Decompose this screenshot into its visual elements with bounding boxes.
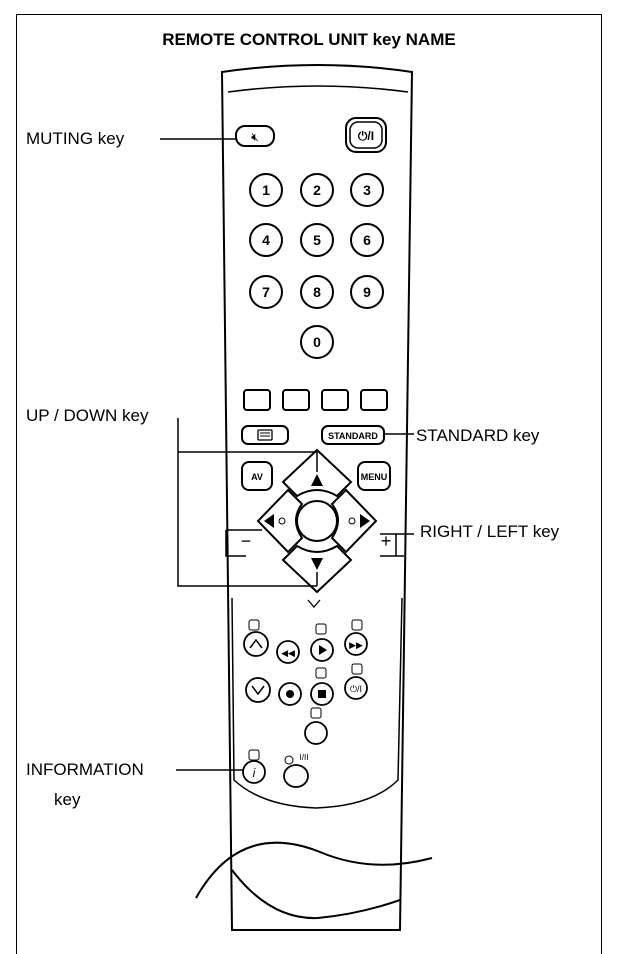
information-key-callout-line2: key xyxy=(54,790,81,809)
green-key xyxy=(282,389,310,411)
lower-buttons xyxy=(242,631,368,788)
dual-sound-label: I/II xyxy=(300,753,309,762)
up-key xyxy=(281,448,353,498)
color-keys xyxy=(243,389,388,411)
digit-2-label: 2 xyxy=(313,182,321,198)
av-button-label: AV xyxy=(251,472,263,482)
digit-7-button xyxy=(249,275,283,309)
dual-sound-button xyxy=(283,764,309,788)
right-arrow-icon xyxy=(360,514,370,528)
digit-8-label: 8 xyxy=(313,284,321,300)
standard-key-callout: STANDARD key xyxy=(416,426,540,445)
muting-key-callout: MUTING key xyxy=(26,129,125,148)
menu-button xyxy=(357,461,391,491)
digit-1-label: 1 xyxy=(262,182,270,198)
svg-text:▶▶: ▶▶ xyxy=(349,640,363,650)
svg-text:i: i xyxy=(253,766,256,780)
digit-4-label: 4 xyxy=(262,232,270,248)
hand-outline xyxy=(195,841,433,899)
blue-key xyxy=(360,389,388,411)
hand-outline-lower xyxy=(231,869,401,920)
up-arrow-icon xyxy=(311,474,323,486)
av-button xyxy=(241,461,273,491)
red-key xyxy=(243,389,271,411)
digit-8-button xyxy=(300,275,334,309)
power-button xyxy=(345,117,387,153)
minus-sign: − xyxy=(241,531,252,551)
digit-3-label: 3 xyxy=(363,182,371,198)
digit-9-button xyxy=(350,275,384,309)
digit-6-button xyxy=(350,223,384,257)
plus-sign: + xyxy=(381,531,392,551)
rewind-button xyxy=(276,640,300,664)
up-down-bracket xyxy=(177,418,317,587)
standard-button-label: STANDARD xyxy=(328,431,378,441)
menu-button-label: MENU xyxy=(361,472,388,482)
digit-1-button xyxy=(249,173,283,207)
figure-frame xyxy=(16,14,602,954)
up-down-key-callout: UP / DOWN key xyxy=(26,406,149,425)
down-arrow-icon xyxy=(311,558,323,570)
fast-forward-button xyxy=(344,632,368,656)
standard-button xyxy=(321,425,385,445)
right-left-key-callout: RIGHT / LEFT key xyxy=(420,522,560,541)
channel-down-button xyxy=(245,677,271,703)
left-arrow-icon xyxy=(264,514,274,528)
svg-text:◀◀: ◀◀ xyxy=(281,648,295,658)
information-key-callout-line1: INFORMATION xyxy=(26,760,144,779)
yellow-key xyxy=(321,389,349,411)
vcr-power-button xyxy=(344,676,368,700)
figure-title: REMOTE CONTROL UNIT key NAME xyxy=(162,30,456,49)
teletext-button xyxy=(241,425,289,445)
channel-up-button xyxy=(243,631,269,657)
muting-button xyxy=(235,125,275,147)
digit-6-label: 6 xyxy=(363,232,371,248)
right-left-bracket xyxy=(225,530,246,557)
digit-2-button xyxy=(300,173,334,207)
digit-0-button xyxy=(300,325,334,359)
teletext-mode-button xyxy=(304,721,328,745)
power-symbol: ⏻/I xyxy=(358,129,374,143)
digit-4-button xyxy=(249,223,283,257)
callout-lines xyxy=(160,138,414,771)
digit-0-label: 0 xyxy=(313,334,321,350)
digit-7-label: 7 xyxy=(262,284,270,300)
digit-9-label: 9 xyxy=(363,284,371,300)
center-key xyxy=(296,500,338,542)
remote-top-rim xyxy=(227,85,409,93)
digit-keypad: 1 2 3 4 5 6 7 8 9 0 xyxy=(249,173,384,359)
mute-speaker-icon: 🔇︎ xyxy=(251,130,259,144)
digit-3-button xyxy=(350,173,384,207)
information-button xyxy=(242,760,266,784)
svg-text:⏻/I: ⏻/I xyxy=(350,684,362,694)
digit-5-label: 5 xyxy=(313,232,321,248)
digit-5-button xyxy=(300,223,334,257)
